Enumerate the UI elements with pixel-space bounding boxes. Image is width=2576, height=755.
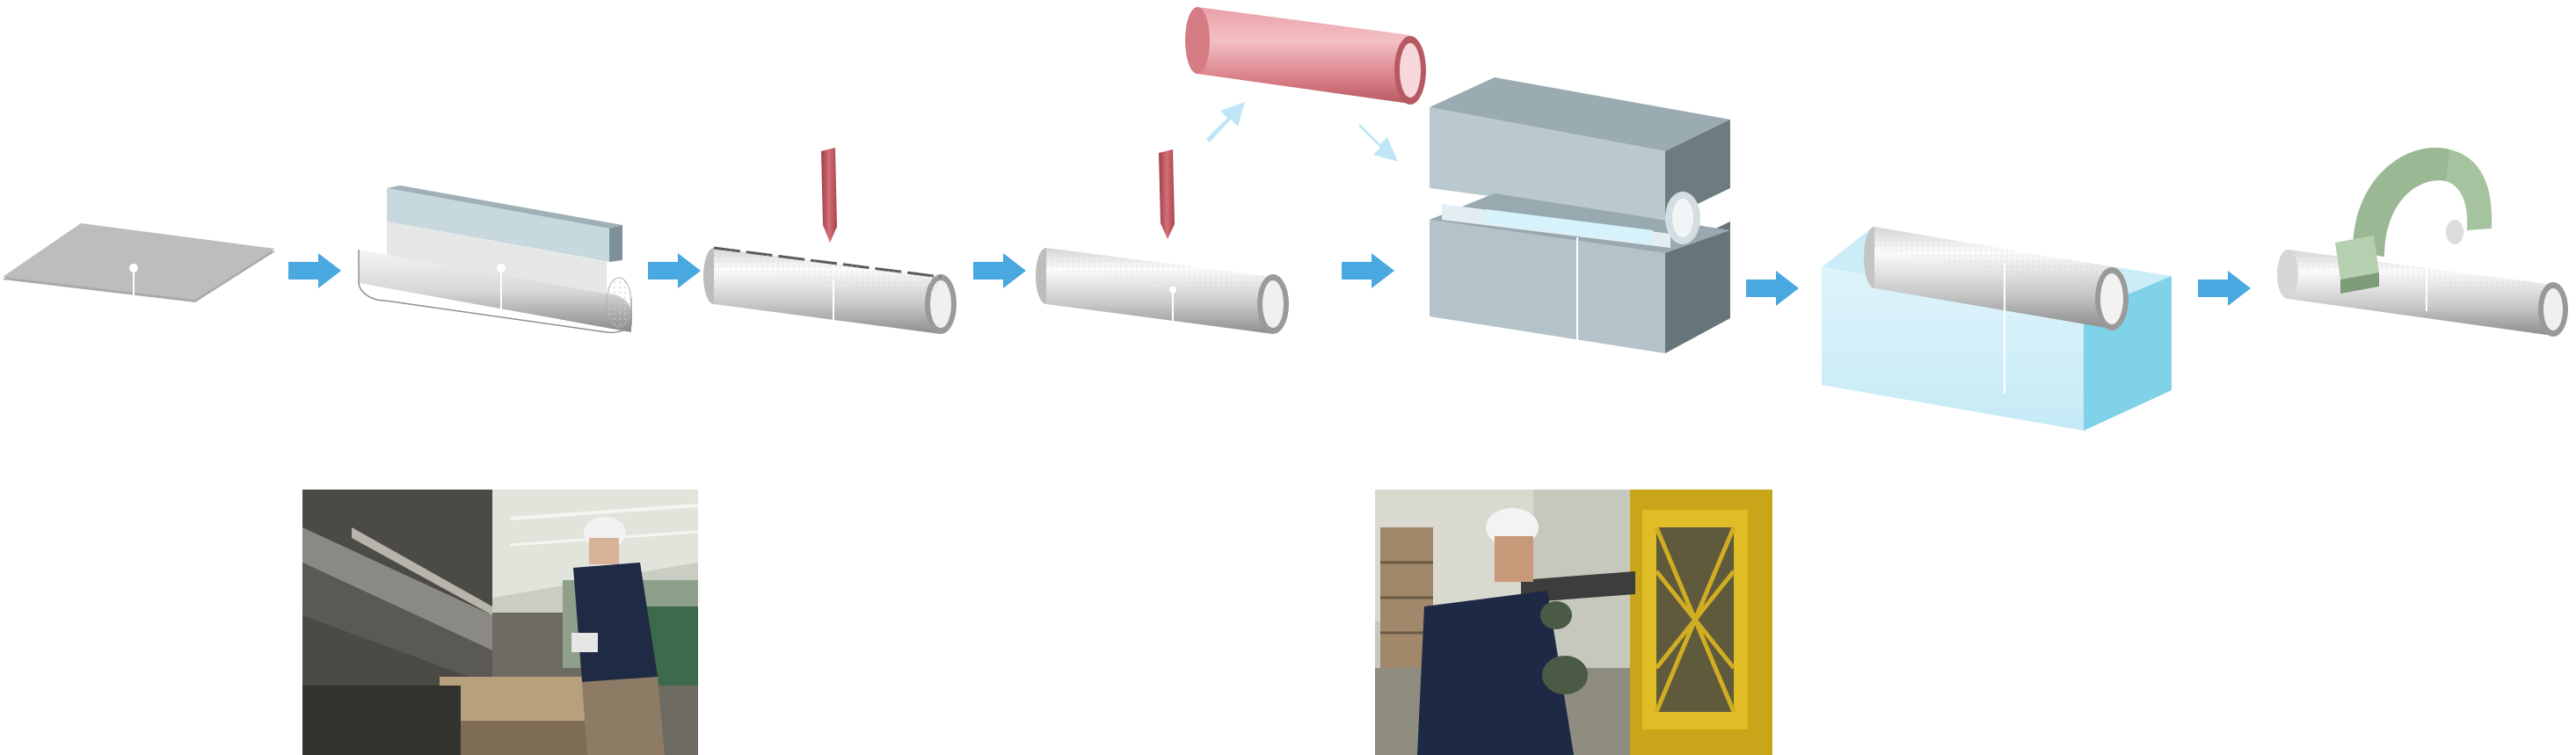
forming-die-block-icon [1430, 77, 1730, 353]
branch-arrow-down [1359, 123, 1398, 162]
press-brake-bending-icon [358, 185, 632, 334]
seam-welding-torch-icon [703, 148, 957, 334]
flow-arrow-2 [648, 253, 701, 288]
flow-arrow-5 [1746, 271, 1799, 306]
pipe-in-tank-icon [1822, 227, 2172, 431]
flat-steel-sheet-icon [3, 223, 275, 302]
seam-welding-torch-icon [1036, 149, 1289, 334]
flow-arrow-3 [973, 253, 1026, 288]
pipe-handling-operator-photo [1375, 490, 1772, 755]
press-brake-operator-photo [302, 490, 698, 755]
flow-arrow-6 [2198, 271, 2251, 306]
branch-arrow-up [1206, 102, 1245, 142]
red-pipe-icon [1185, 7, 1426, 105]
flow-arrow-4 [1342, 253, 1394, 288]
pipe-bending-machine-icon [2277, 147, 2568, 337]
flow-arrow-1 [288, 253, 341, 288]
